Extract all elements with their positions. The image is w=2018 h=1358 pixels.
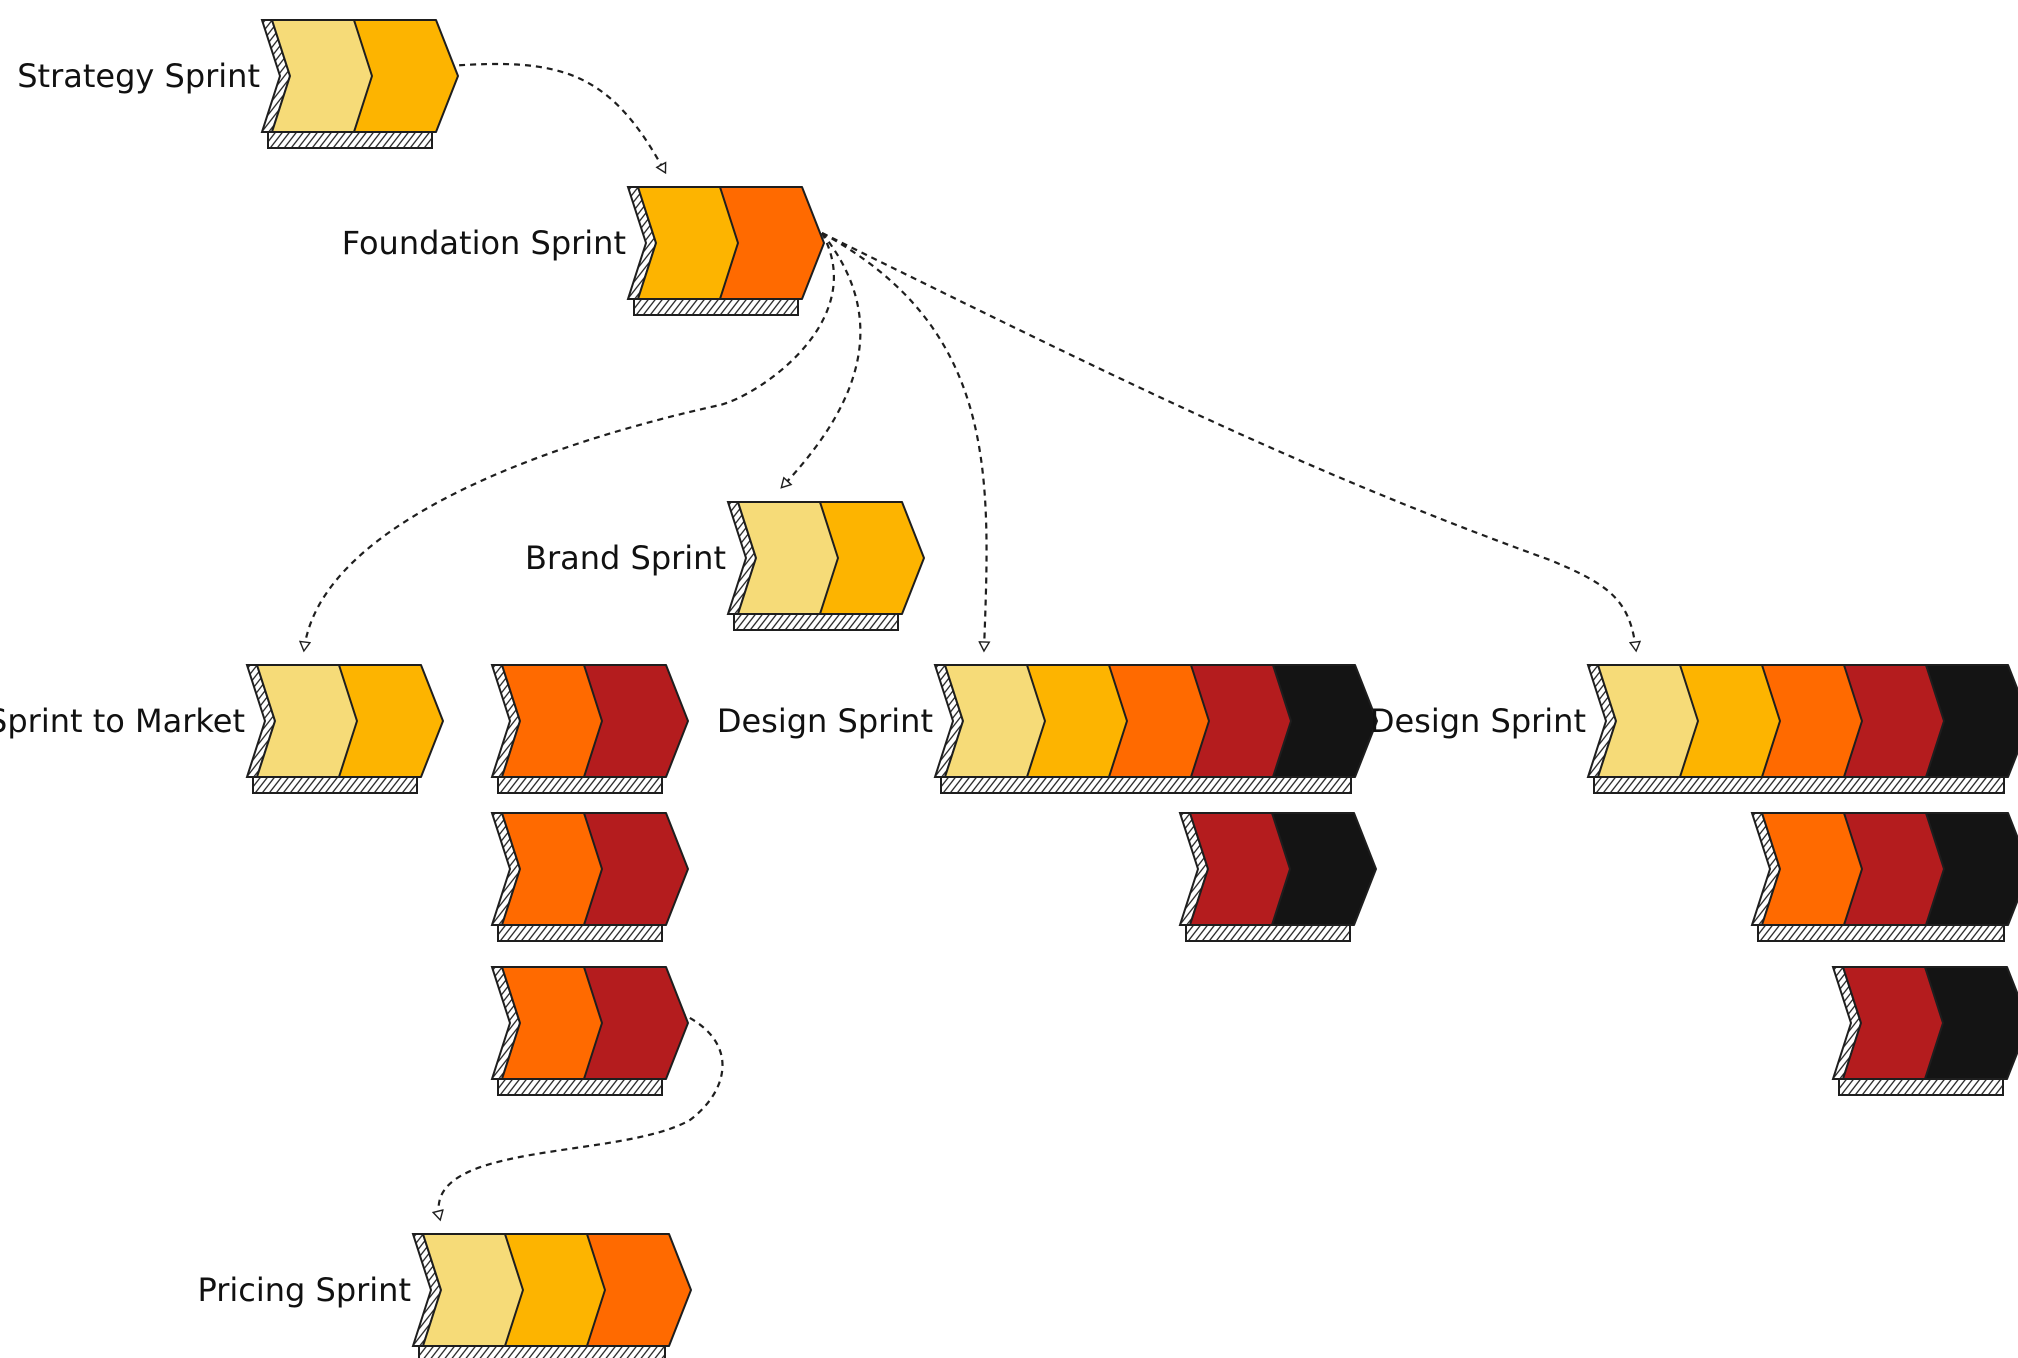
chevron-red [583,664,689,778]
chevron-black [1924,966,2018,1080]
hatched-base [1185,924,1351,942]
chevron-orange [586,1233,692,1347]
hatched-base [1838,1078,2004,1096]
hatched-base [1593,776,2005,794]
chevron-orange [719,186,825,300]
chevron-amber [819,501,925,615]
sprint-label: Design Sprint [717,702,933,740]
sprint-node-pricing: Pricing Sprint [197,1233,692,1358]
connector-layer [304,62,1636,1219]
sprint-node-market-1 [490,664,689,794]
hatched-base [497,924,663,942]
hatched-base [733,613,899,631]
chevron-black [1272,664,1378,778]
sprint-node-design-b-2 [1831,966,2018,1096]
chevron-amber [338,664,444,778]
sprint-node-brand: Brand Sprint [525,501,925,631]
sprint-label: Sprint to Market [0,702,245,740]
connector-foundation-to-brand [782,232,862,487]
hatched-base [418,1345,666,1358]
chevron-red [583,966,689,1080]
connector-strategy-to-foundation [447,62,665,172]
sprint-node-design-b-1 [1750,812,2018,942]
sprint-label: Design Sprint [1370,702,1586,740]
hatched-base [633,298,799,316]
chevron-black [1925,812,2018,926]
sprint-node-strategy: Strategy Sprint [17,19,459,149]
sprint-node-design-a: Design Sprint [717,664,1378,794]
connector-market-3-to-pricing [439,1011,724,1219]
chevron-black [1271,812,1377,926]
chevron-red [583,812,689,926]
sprint-label: Brand Sprint [525,539,726,577]
sprint-node-design-b: Design Sprint [1370,664,2018,794]
hatched-base [497,776,663,794]
hatched-base [267,131,433,149]
sprint-label: Strategy Sprint [17,57,260,95]
connector-foundation-to-market [304,232,836,650]
sprint-node-foundation: Foundation Sprint [342,186,825,316]
chevron-black [1925,664,2018,778]
sprint-node-design-a-1 [1178,812,1377,942]
sprint-label: Pricing Sprint [197,1271,411,1309]
sprint-label: Foundation Sprint [342,224,626,262]
sprint-node-market-3 [490,966,689,1096]
sprint-node-market: Sprint to Market [0,664,444,794]
connector-foundation-to-design-b [821,232,1636,650]
hatched-base [252,776,418,794]
hatched-base [940,776,1352,794]
hatched-base [1757,924,2005,942]
sprint-node-market-2 [490,812,689,942]
connector-foundation-to-design-a [821,232,987,650]
chevron-amber [353,19,459,133]
hatched-base [497,1078,663,1096]
